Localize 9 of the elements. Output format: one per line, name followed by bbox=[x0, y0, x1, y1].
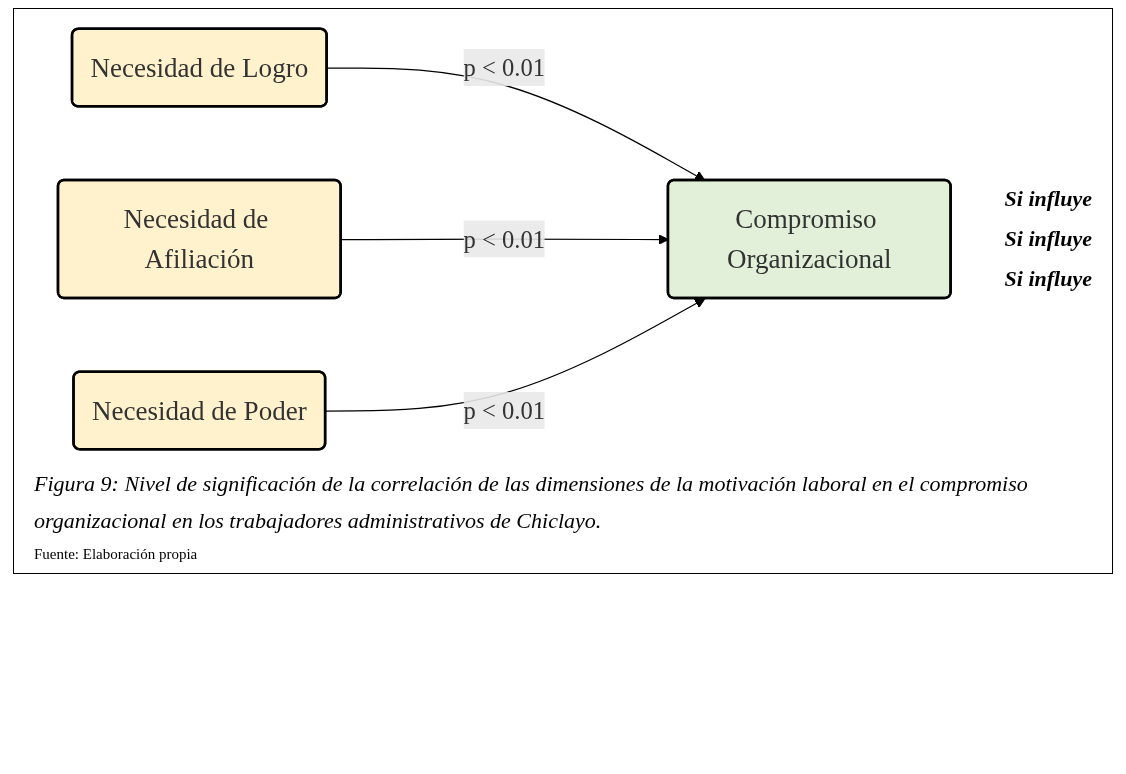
annotation-text: Si influye bbox=[1004, 266, 1092, 292]
annotation-text: Si influye bbox=[1004, 226, 1092, 252]
source-note: Fuente: Elaboración propia bbox=[34, 545, 199, 563]
annotation-text: Si influye bbox=[1004, 186, 1092, 212]
edge-label: p < 0.01 bbox=[463, 225, 546, 253]
arrow bbox=[325, 298, 706, 412]
edge-label: p < 0.01 bbox=[463, 54, 546, 82]
figure-caption: Figura 9: Nivel de significación de la correlación de las dimensiones de la motivación laboral en el compromiso organizacional en los trabajadores administrativos de Chiclayo. bbox=[34, 470, 1029, 536]
edge-label: p < 0.01 bbox=[463, 396, 546, 424]
